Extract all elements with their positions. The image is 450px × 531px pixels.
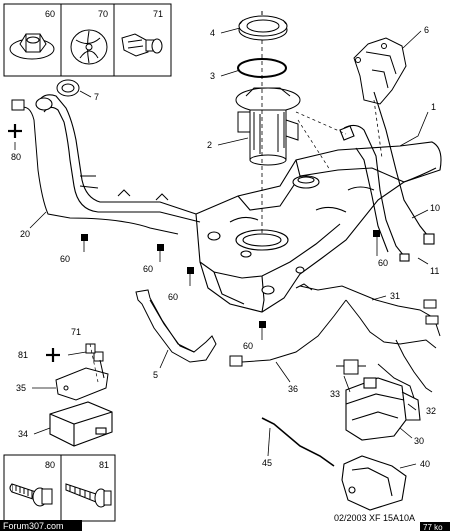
callout-2: 2 [207,140,212,150]
callout-32: 32 [426,406,436,416]
inset-label-71: 71 [153,9,163,19]
leader-lines [14,27,429,469]
callout-20: 20 [20,229,30,239]
callout-31: 31 [390,291,400,301]
callout-60-a: 60 [60,254,70,264]
callout-7: 7 [94,92,99,102]
callout-80: 80 [11,152,21,162]
callout-45: 45 [262,458,272,468]
callout-60-b: 60 [143,264,153,274]
callout-3: 3 [210,71,215,81]
callout-35: 35 [16,383,26,393]
drain-tube-45 [261,417,335,467]
purge-valve [336,359,366,375]
fastener-plus-80 [8,124,22,138]
callout-10: 10 [430,203,440,213]
vapour-hoses [229,283,441,399]
box-bracket [55,343,109,401]
footer-site: Forum307.com [3,521,64,531]
self-tapping-screw-part [65,483,112,508]
hose-clip [117,189,169,201]
callout-81: 81 [18,350,28,360]
hose-connector [11,99,25,111]
callout-36: 36 [288,384,298,394]
inset-label-80: 80 [45,460,55,470]
fuel-pump-module [235,87,301,166]
fastener-square-markers [81,230,380,328]
callout-5: 5 [153,370,158,380]
fastener-plus-81 [46,348,60,362]
callout-40: 40 [420,459,430,469]
callout-34: 34 [18,429,28,439]
clip-disc-part [70,29,108,65]
callout-71: 71 [71,327,81,337]
footer-size: 77 ko [423,523,443,531]
footer-reference: 02/2003 XF 15A10A [334,513,415,523]
inset-label-81: 81 [99,460,109,470]
callout-11: 11 [430,266,439,276]
control-box [49,401,113,447]
heat-shield [353,37,407,105]
callout-60-c: 60 [168,292,178,302]
fuel-tank [195,141,442,313]
callout-6: 6 [424,25,429,35]
flange-bolt-part [9,483,53,507]
callout-1: 1 [431,102,436,112]
filler-cap-gasket [56,79,80,97]
vent-hose-20 [19,106,179,235]
footer-size-badge [420,522,450,531]
callout-60-e: 60 [378,258,388,268]
dashed-assembly-lines [89,111,347,383]
carbon-canister [345,377,421,441]
hex-nut-part [9,33,55,60]
callout-4: 4 [210,28,215,38]
filler-neck-pipe [35,94,201,223]
lock-ring [238,11,288,41]
shield-dash [373,99,383,159]
callout-33: 33 [330,389,340,399]
supply-pipes [339,91,435,262]
tank-strap [135,289,217,363]
callout-30: 30 [414,436,424,446]
inset-boxes-top [3,3,172,77]
inset-label-60: 60 [45,9,55,19]
canister-bracket [341,455,407,511]
push-rivet-part [121,33,163,57]
callout-60-d: 60 [243,341,253,351]
inset-label-70: 70 [98,9,108,19]
footer-site-badge [0,520,82,531]
